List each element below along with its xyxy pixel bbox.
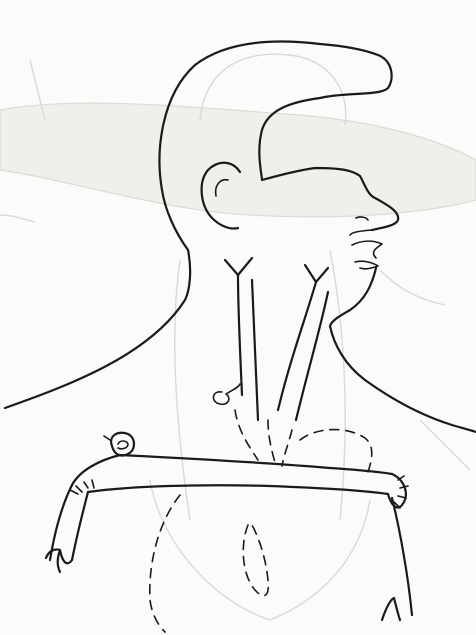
lips	[355, 261, 378, 269]
nose-mark	[356, 217, 368, 220]
left-neck-vessel-v	[225, 258, 252, 275]
ghost-right-line	[380, 270, 470, 470]
left-arm-outer	[50, 485, 72, 560]
left-arm-inner	[72, 492, 88, 560]
right-neck-vessel	[278, 282, 328, 420]
right-arm-line	[392, 498, 412, 615]
ghost-hat-brim	[0, 103, 476, 217]
chin-and-throat	[330, 268, 476, 432]
dashed-vessel-center	[235, 410, 292, 466]
show-through-layer	[0, 54, 476, 620]
tube-ring-tick	[104, 436, 110, 440]
dashed-left-lobe	[150, 495, 180, 632]
dashed-heart-lower	[243, 525, 268, 596]
ghost-lower-shape	[150, 480, 370, 620]
neck-knot-marker	[213, 384, 240, 404]
left-neck-vessel	[238, 275, 258, 420]
tube-ring-inner	[118, 441, 128, 449]
right-neck-vessel-v	[305, 265, 328, 282]
upper-lip	[352, 241, 382, 258]
under-nose-line	[350, 230, 372, 235]
clavicle-right-cap	[388, 474, 406, 507]
ghost-torso-outline	[175, 250, 345, 520]
tube-ring	[111, 433, 134, 456]
bottom-right-mark	[382, 598, 400, 620]
